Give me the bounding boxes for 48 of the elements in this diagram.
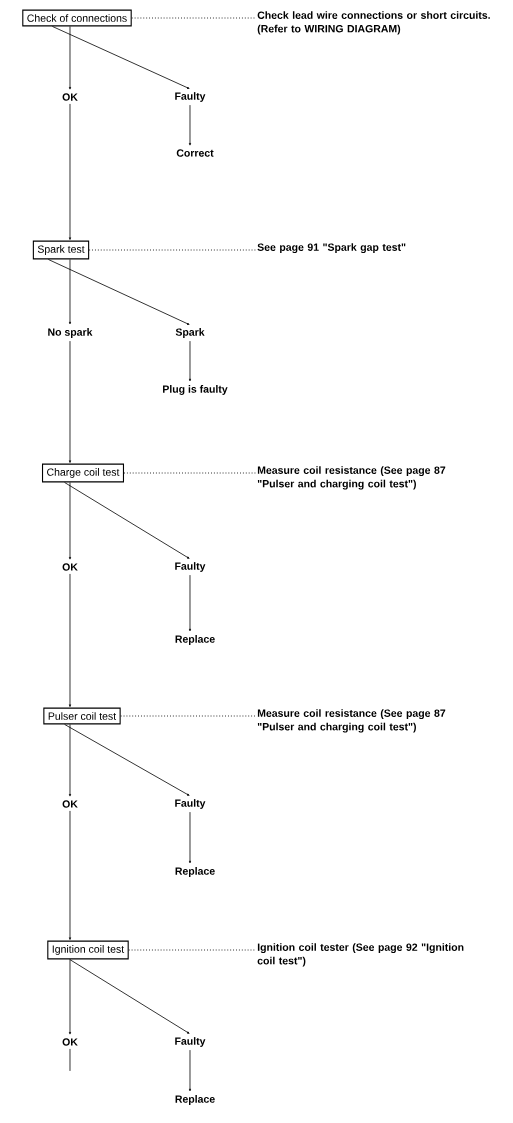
result-text: Replace — [175, 635, 215, 645]
result-text: Faulty — [175, 799, 206, 809]
note-text: Measure coil resistance (See page 87 "Pulser and charging coil test") — [257, 709, 446, 733]
result-text: Replace — [175, 867, 215, 877]
arrow — [188, 340, 192, 382]
arrow — [69, 959, 190, 1034]
note-text: Ignition coil tester (See page 92 "Ignition coil test") — [257, 943, 464, 967]
arrow — [64, 482, 190, 559]
arrow — [47, 259, 190, 325]
test-box: Ignition coil test — [47, 940, 129, 960]
result-text: Faulty — [175, 1037, 206, 1047]
arrow — [68, 959, 72, 1035]
arrow — [68, 724, 72, 797]
leader-line — [88, 249, 257, 251]
arrow — [188, 1049, 192, 1092]
arrow — [188, 104, 192, 146]
result-text: Spark — [175, 328, 205, 338]
arrow — [188, 574, 192, 632]
result-text: OK — [62, 563, 78, 571]
result-text: No spark — [48, 328, 93, 338]
test-box: Charge coil test — [42, 463, 124, 483]
result-text: Faulty — [175, 92, 206, 102]
arrow — [68, 259, 72, 325]
result-text: Replace — [175, 1095, 215, 1105]
note-text: Check lead wire connections or short circuits. (Refer to WIRING DIAGRAM) — [257, 11, 490, 35]
result-text: OK — [62, 800, 78, 808]
test-box: Spark test — [32, 240, 90, 260]
note-text: Measure coil resistance (See page 87 "Pulser and charging coil test") — [257, 466, 446, 490]
arrow — [68, 573, 72, 707]
result-text: OK — [62, 93, 78, 101]
arrow — [68, 103, 72, 240]
arrow — [64, 724, 190, 796]
arrow — [68, 26, 72, 90]
test-box: Pulser coil test — [43, 707, 121, 725]
result-text: OK — [62, 1038, 78, 1046]
leader-line — [123, 472, 257, 474]
result-text: Faulty — [175, 562, 206, 572]
note-text: See page 91 "Spark gap test" — [257, 243, 406, 254]
leader-line — [131, 17, 257, 19]
leader-line — [128, 949, 257, 951]
arrow — [68, 810, 72, 940]
arrow — [68, 482, 72, 560]
arrow — [188, 811, 192, 864]
arrow — [51, 26, 190, 89]
test-box: Check of connections — [22, 9, 132, 27]
arrow — [68, 340, 72, 463]
result-text: Plug is faulty — [163, 385, 228, 395]
result-text: Correct — [176, 149, 214, 157]
